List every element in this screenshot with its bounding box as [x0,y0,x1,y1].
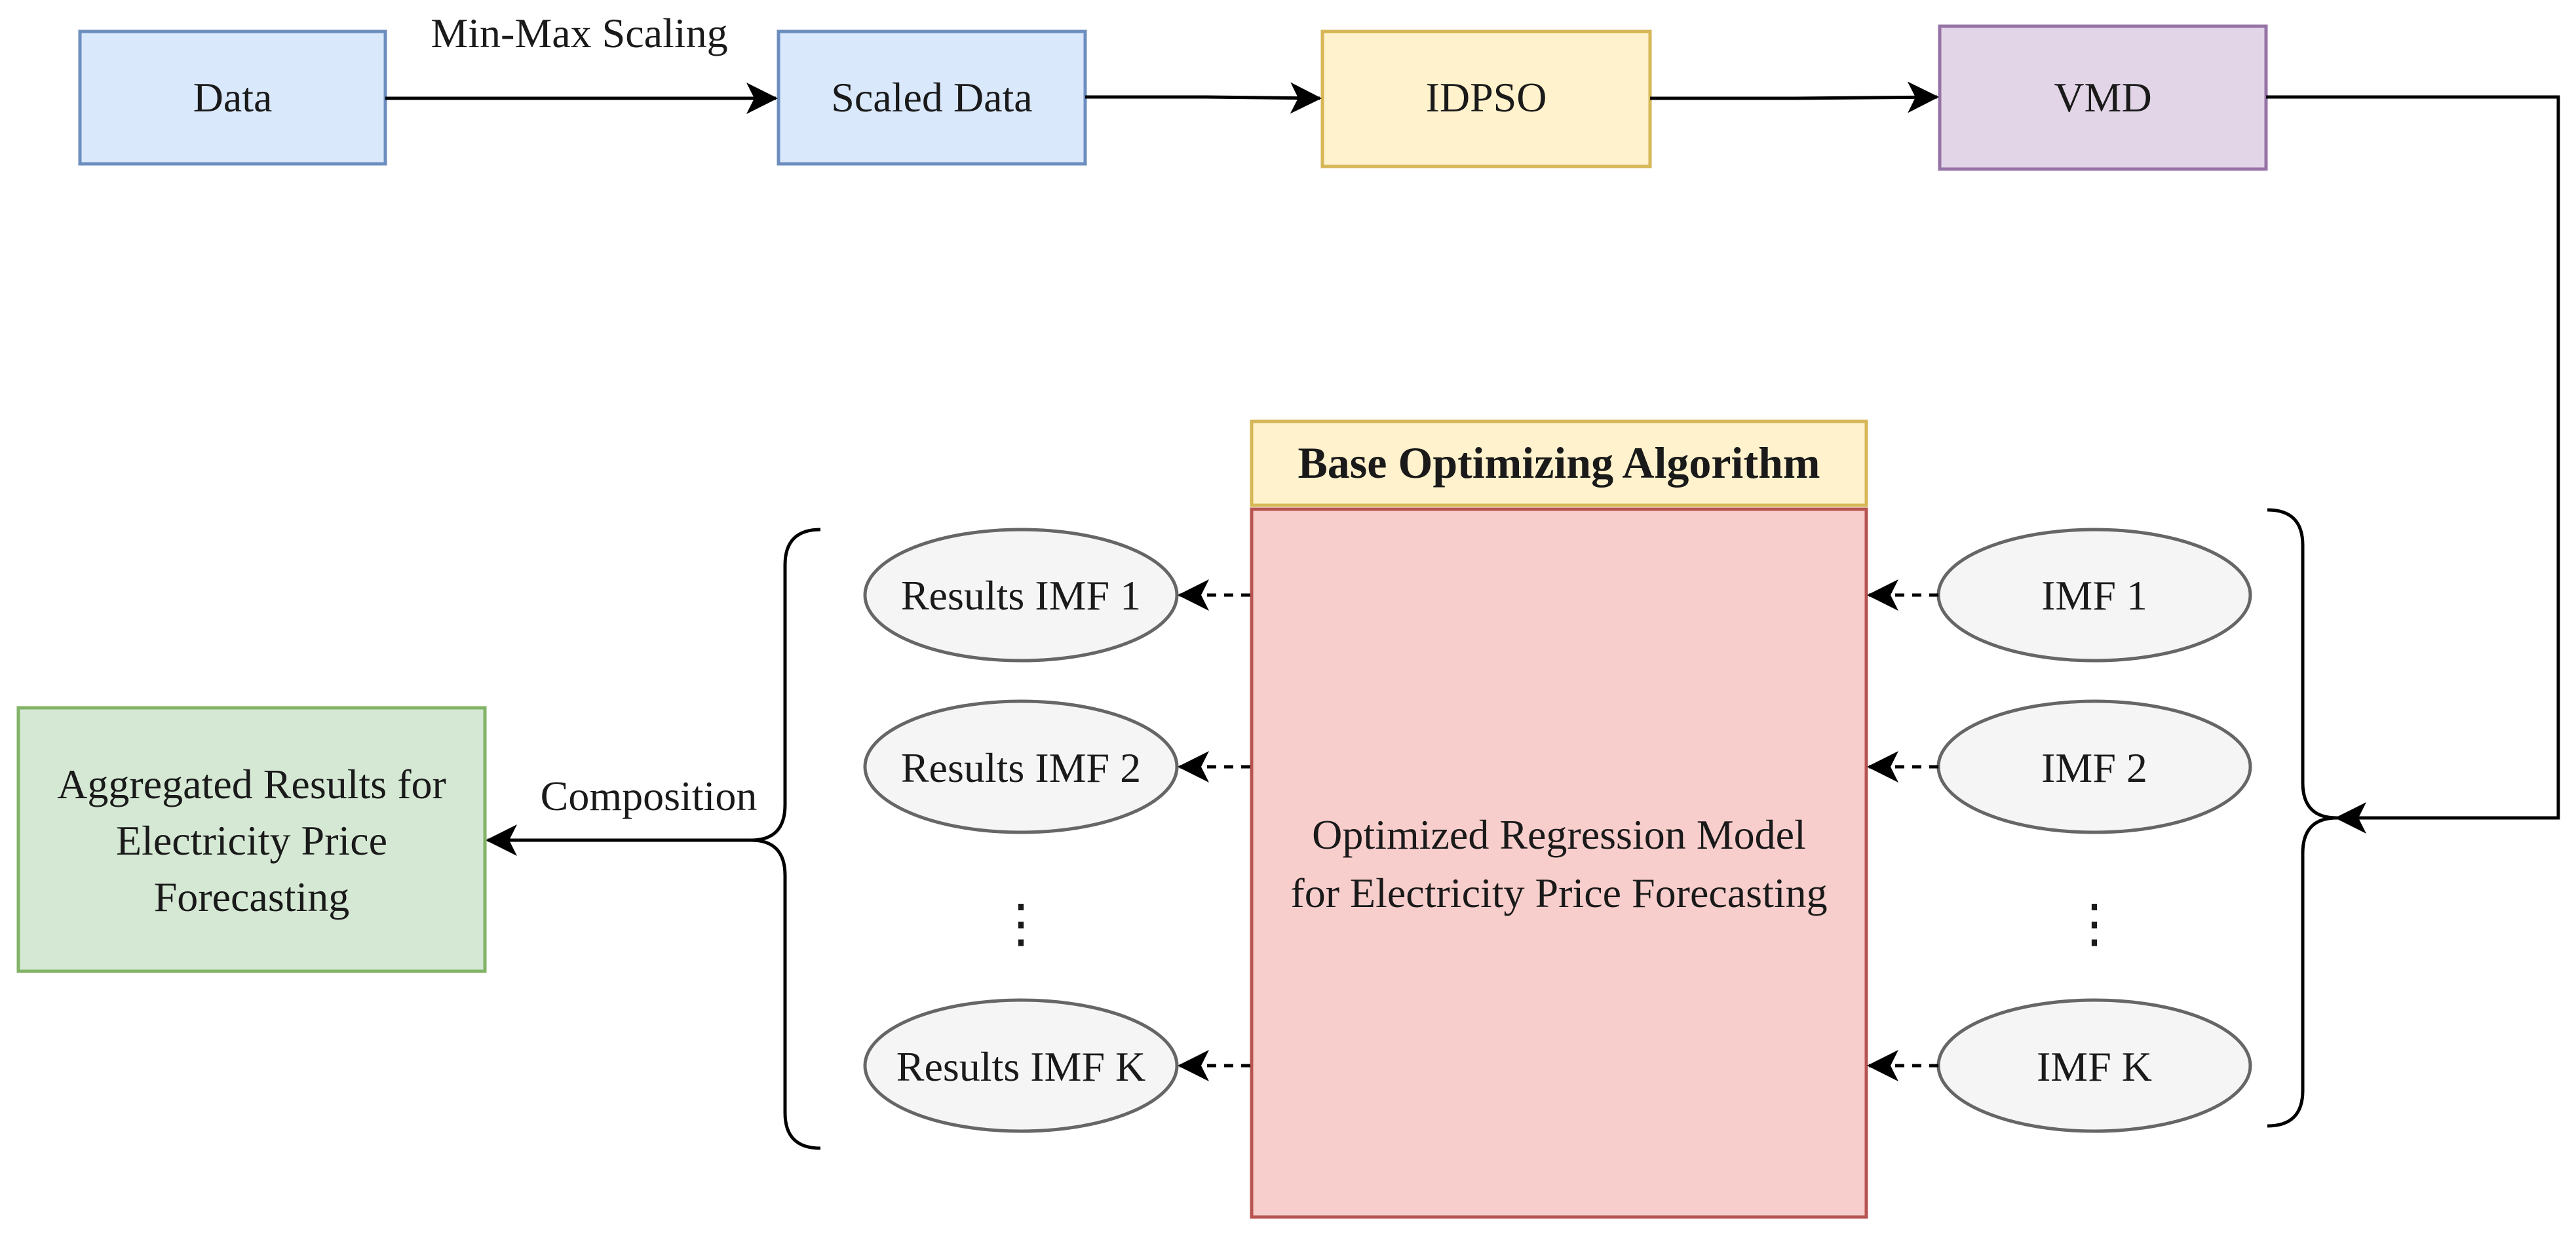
results-left-brace [750,528,821,1150]
aggregated-label-line3: Forecasting [154,874,350,920]
composition-label: Composition [541,773,758,819]
regression-model-box [1250,507,1868,1219]
arrow-vmd-to-imfs [2266,95,2560,834]
data-box [78,29,387,166]
idpso-label: IDPSO [1426,74,1547,121]
imf-ellipsis: ⋮ [2068,895,2121,953]
regression-model-label-line1: Optimized Regression Model [1312,811,1806,858]
results-ellipsis: ⋮ [995,895,1047,953]
results-imf-2-ellipse [863,699,1179,834]
results-imf-k-label: Results IMF K [896,1043,1146,1090]
regression-model-label-line2: for Electricity Price Forecasting [1290,870,1827,916]
scaled-data-label: Scaled Data [831,74,1032,121]
arrow-scaled-to-idpso [1085,82,1322,114]
base-optimizing-algorithm-box [1250,419,1868,507]
scaled-data-box [777,29,1087,166]
vmd-label: VMD [2054,74,2151,121]
data-label: Data [193,74,273,121]
results-imf-2-label: Results IMF 2 [901,745,1141,791]
arrow-idpso-to-vmd [1650,81,1939,113]
imf-1-label: IMF 1 [2041,572,2147,619]
aggregated-label-line1: Aggregated Results for [57,761,446,807]
base-optimizing-algorithm-label: Base Optimizing Algorithm [1298,438,1820,488]
idpso-box [1320,29,1652,168]
results-imf-k-ellipse [863,998,1179,1133]
aggregated-results-box [16,706,487,973]
min-max-scaling-label: Min-Max Scaling [431,10,727,56]
imf-right-brace [2267,508,2337,1128]
imf-k-label: IMF K [2037,1043,2152,1090]
aggregated-label-line2: Electricity Price [116,817,387,864]
results-imf-1-ellipse [863,528,1179,663]
results-imf-1-label: Results IMF 1 [901,572,1141,619]
imf-2-label: IMF 2 [2041,745,2147,791]
